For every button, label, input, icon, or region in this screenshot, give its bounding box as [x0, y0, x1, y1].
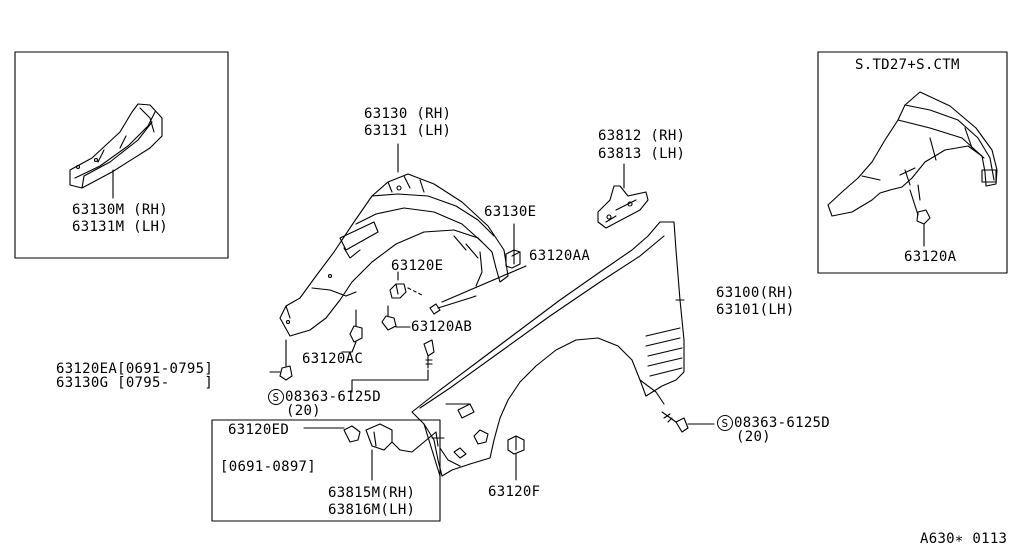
- grommet-63120ea-drawing: [269, 339, 293, 381]
- fender-liner-drawing: [279, 143, 509, 337]
- bolt-right-part-number: 08363-6125D: [734, 415, 831, 431]
- label-mud-guard-rh: 63815M(RH): [328, 485, 416, 501]
- bolt-right-drawing: [661, 411, 715, 433]
- bolt-symbol-right: S: [717, 415, 733, 431]
- label-rail-extension-rh: 63130M (RH): [72, 202, 169, 218]
- label-fender-rh: 63100(RH): [716, 285, 795, 301]
- label-liner-lh: 63131 (LH): [364, 123, 452, 139]
- label-box-date: [0691-0897]: [220, 459, 317, 475]
- reference-code: A630∗ 0113: [920, 531, 1008, 547]
- label-liner-rh: 63130 (RH): [364, 106, 452, 122]
- label-63130e: 63130E: [484, 204, 537, 220]
- label-rail-extension-lh: 63131M (LH): [72, 219, 169, 235]
- bolt-left-part-number: 08363-6125D: [285, 389, 382, 405]
- inset-left-frame: [14, 51, 229, 259]
- label-bolt-right-qty: (20): [736, 429, 771, 445]
- label-fender-lh: 63101(LH): [716, 302, 795, 318]
- splash-shield-drawing: [827, 91, 998, 247]
- mud-guard-box: [211, 419, 441, 522]
- front-fender-drawing: [411, 221, 685, 477]
- label-bracket-rh: 63812 (RH): [598, 128, 686, 144]
- clip-63130e-drawing: [505, 223, 521, 269]
- inset-right-title: S.TD27+S.CTM: [855, 57, 960, 73]
- clip-63120ac-drawing: [341, 309, 363, 353]
- label-bracket-lh: 63813 (LH): [598, 146, 686, 162]
- label-63120e: 63120E: [391, 258, 444, 274]
- label-63130g: 63130G [0795- ]: [56, 375, 214, 391]
- bolt-symbol-left: S: [268, 389, 284, 405]
- clip-63120f-drawing: [507, 435, 525, 481]
- label-63120ea: 63120EA[0691-0795]: [56, 361, 214, 377]
- label-63120a: 63120A: [904, 249, 957, 265]
- clip-63120ab-drawing: [381, 305, 411, 331]
- label-63120ed: 63120ED: [228, 422, 290, 438]
- label-63120f: 63120F: [488, 484, 541, 500]
- label-bolt-left-qty: (20): [286, 403, 321, 419]
- screw-63120aa-drawing: [429, 265, 527, 315]
- label-mud-guard-lh: 63816M(LH): [328, 502, 416, 518]
- rail-extension-drawing: [69, 103, 163, 199]
- bolt-left-drawing: [351, 339, 435, 393]
- clip-63120e-drawing: [389, 271, 425, 299]
- inset-right-frame: [817, 51, 1008, 274]
- label-63120ac: 63120AC: [302, 351, 364, 367]
- label-63120ab: 63120AB: [411, 319, 473, 335]
- fender-bracket-drawing: [597, 163, 649, 229]
- label-63120aa: 63120AA: [529, 248, 591, 264]
- mud-guard-drawing: [303, 423, 441, 481]
